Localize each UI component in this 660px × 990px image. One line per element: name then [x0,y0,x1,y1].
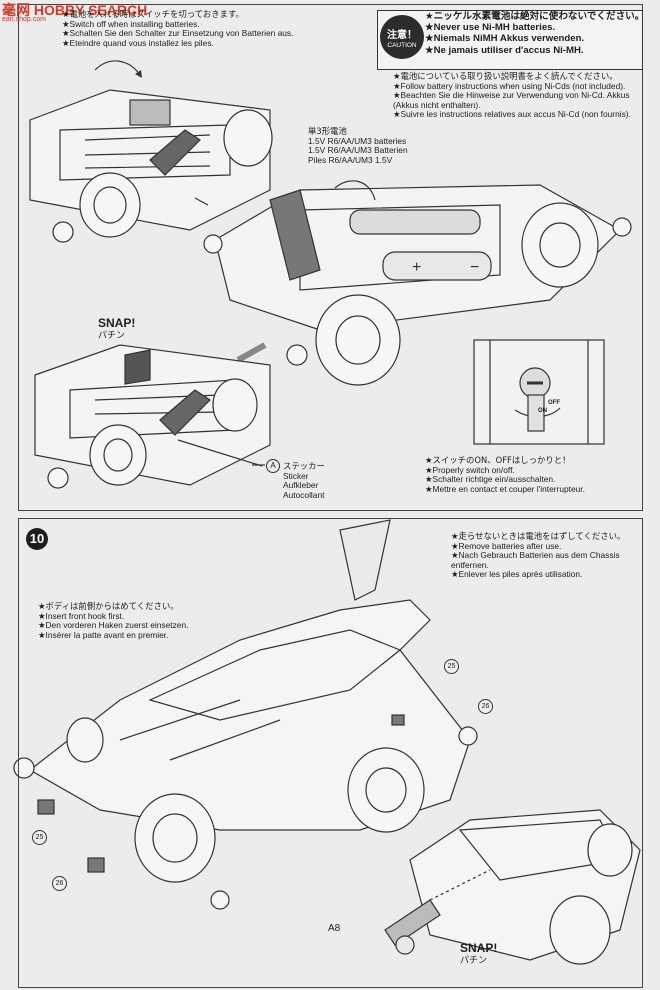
switch-off-fr: ★Eteindre quand vous installez les piles… [62,37,214,48]
remove-de1: ★Nach Gebrauch Batterien aus dem Chassis [451,550,620,561]
watermark: 毫网 HOBBY SEARCH ean.shop.com [2,0,147,26]
battery-instructions: ★電池についている取り扱い説明書をよく読んでください。 ★Follow batt… [393,71,631,120]
switch-detail-illustration [473,339,605,445]
watermark-logo: 毫网 HOBBY SEARCH [2,2,148,18]
battery-type-fr: Piles R6/AA/UM3 1.5V [308,154,393,165]
battery-instr-ja: ★電池についている取り扱い説明書をよく読んでください。 [393,71,618,81]
front-hook-note: ★ボディは前側からはめてください。 ★Insert front hook fir… [38,601,189,640]
battery-instr-en: ★Follow battery instructions when using … [393,80,626,91]
watermark-url: ean.shop.com [2,16,46,23]
switch-off-ja: ★電池を入れる時はスイッチを切っておきます。 [62,9,244,19]
direction-arrow [236,342,267,363]
snap-callout-bottom: SNAP! パチン [460,942,497,968]
part-26-callout-right: 26 [478,699,493,714]
step-10-panel [18,518,643,988]
svg-text:−: − [470,259,479,276]
step-9-panel [18,4,643,511]
step-number-badge: 10 [26,528,48,550]
battery-instr-fr: ★Suivre les instructions relatives aux a… [393,109,631,120]
body-de: ★Den vorderen Haken zuerst einsetzen. [38,620,189,631]
battery-type-en: 1.5V R6/AA/UM3 batteries [308,135,407,146]
remove-fr: ★Enlever les piles après utilisation. [451,569,583,580]
switch-off-label: OFF [548,400,560,406]
sticker-fr: Autocollant [283,489,325,500]
chassis-switch-illustration [29,60,273,243]
caution-badge: 注意！ CAUTION [380,15,424,59]
part-a8-label: A8 [328,923,341,934]
sticker-letter: A [270,461,276,470]
snap-top-label: SNAP! [98,316,136,330]
battery-type: 単3形電池 1.5V R6/AA/UM3 batteries 1.5V R6/A… [308,126,408,165]
snap-bottom-label: SNAP! [460,941,498,955]
switch-properly-note: ★スイッチのON、OFFはしっかりと！ ★Properly switch on/… [425,455,585,494]
snap-top-ja: パチン [98,331,126,341]
battery-type-ja: 単3形電池 [308,126,347,136]
caution-text: ★ニッケル水素電池は絶対に使わないでください。 ★Never use Ni-MH… [425,11,644,56]
switch-note-ja: ★スイッチのON、OFFはしっかりと！ [425,455,571,465]
caution-fr: ★Ne jamais utiliser d'accus Ni-MH. [425,44,584,56]
switch-note-en: ★Properly switch on/off. [425,464,515,475]
part-25-callout-left: 25 [32,830,47,845]
part-25-callout-right: 25 [444,659,459,674]
sticker-label: ステッカー Sticker Aufkleber Autocollant [283,461,325,500]
part-26-callout-left: 26 [52,876,67,891]
switch-note-fr: ★Mettre en contact et couper l'interrupt… [425,483,585,494]
body-ja: ★ボディは前側からはめてください。 [38,601,179,611]
caution-badge-ja: 注意！ [387,30,417,41]
caution-en: ★Never use Ni-MH batteries. [425,22,556,34]
chassis-battery-illustration: + − [203,180,632,386]
caution-de: ★Niemals NiMH Akkus verwenden. [425,33,585,45]
snap-callout-top: SNAP! パチン [98,317,135,343]
switch-off-en: ★Switch off when installing batteries. [62,18,200,29]
remove-en: ★Remove batteries after use. [451,540,562,551]
battery-type-de: 1.5V R6/AA/UM3 Batterien [308,145,408,156]
body-en: ★Insert front hook first. [38,610,125,621]
battery-instr-de1: ★Beachten Sie die Hinweise zur Verwendun… [393,90,630,101]
remove-de2: entfernen. [451,559,489,570]
car-body-illustration [13,519,478,910]
sticker-letter-badge: A [266,459,280,473]
switch-off-de: ★Schalten Sie den Schalter zur Einsetzun… [62,28,294,39]
sticker-ja: ステッカー [283,461,325,471]
caution-badge-en: CAUTION [387,42,417,49]
sticker-de: Aufkleber [283,480,319,491]
remove-batteries-note: ★走らせないときは電池をはずしてください。 ★Remove batteries … [451,531,626,580]
sticker-en: Sticker [283,470,309,481]
car-detail-illustration [384,809,641,965]
switch-note-de: ★Schalter richtige ein/ausschalten. [425,474,556,485]
body-fr: ★Insérer la patte avant en premier. [38,629,169,640]
snap-bottom-ja: パチン [460,956,488,966]
sticker-leader-line [177,439,263,467]
caution-ja: ★ニッケル水素電池は絶対に使わないでください。 [425,11,645,22]
switch-on-label: ON [538,408,547,414]
battery-instr-de2: (Akkus nicht enthalten). [393,99,481,110]
remove-ja: ★走らせないときは電池をはずしてください。 [451,531,626,541]
svg-text:+: + [412,259,421,276]
switch-off-note: ★電池を入れる時はスイッチを切っておきます。 ★Switch off when … [62,9,294,48]
